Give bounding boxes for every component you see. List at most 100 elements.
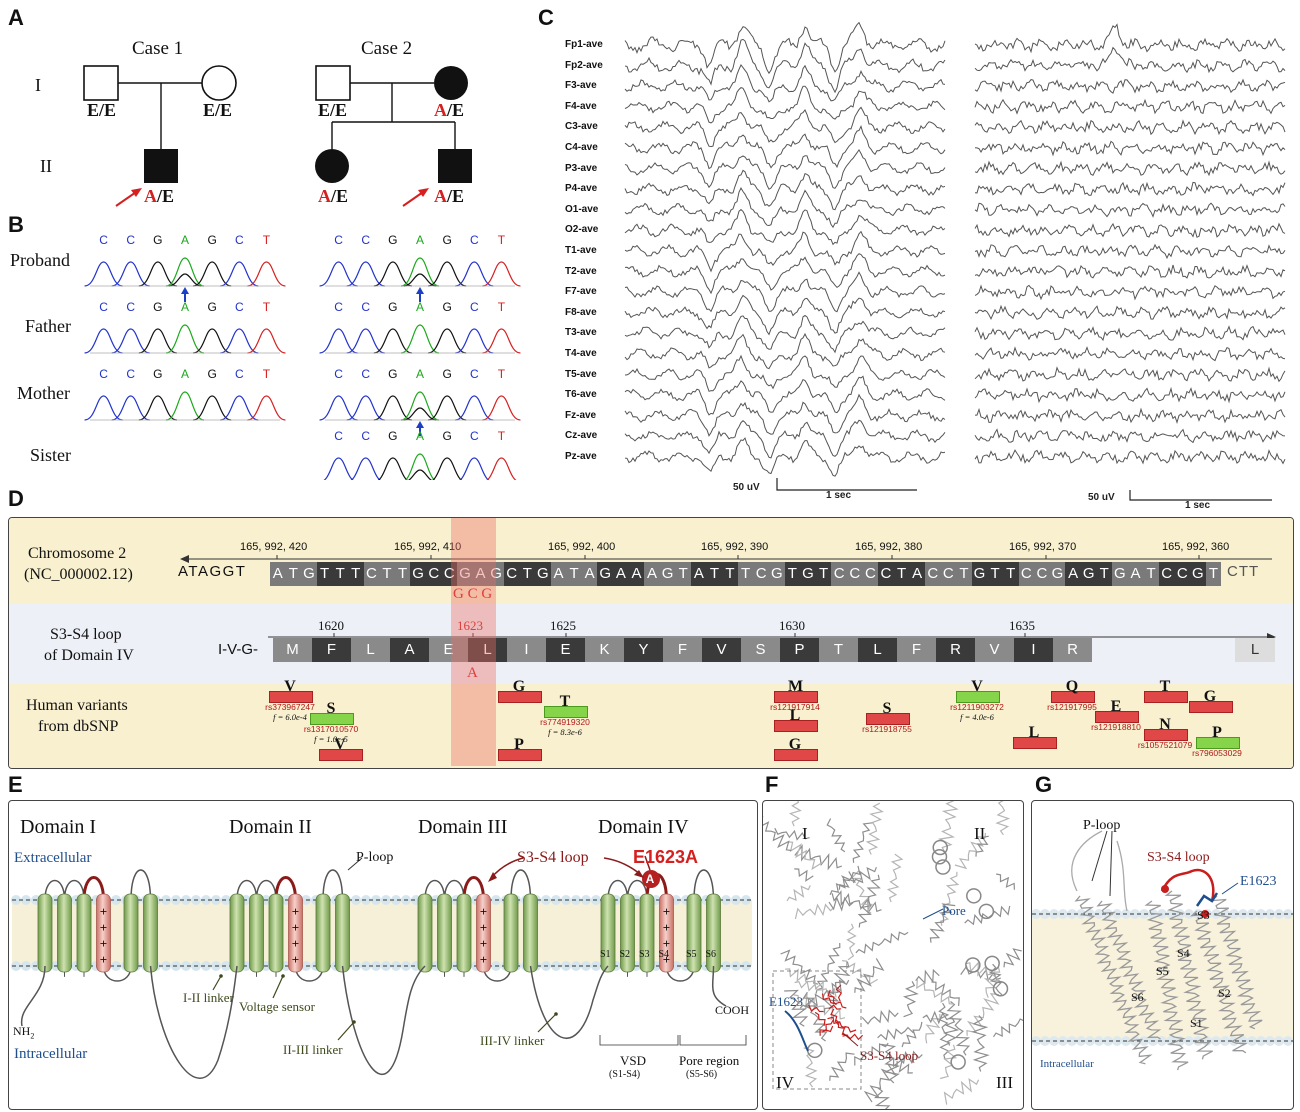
helix-ribbon bbox=[901, 1021, 923, 1048]
aa-residue: L bbox=[858, 638, 897, 662]
helix-ribbon bbox=[802, 991, 828, 1042]
eeg-trace-ictal bbox=[624, 125, 946, 170]
helix-ribbon bbox=[877, 1026, 914, 1041]
helix-ribbon bbox=[794, 903, 835, 920]
vsd-label: VSD bbox=[620, 1053, 647, 1068]
peak-trace bbox=[407, 469, 433, 480]
dna-base: C bbox=[1174, 562, 1191, 586]
helix-ribbon bbox=[989, 963, 1003, 996]
eeg-trace-interictal bbox=[975, 407, 1286, 424]
helix-ribbon bbox=[937, 801, 959, 853]
dna-base: G bbox=[535, 562, 551, 586]
eeg-channel-label: F7-ave bbox=[565, 286, 597, 298]
segment-label: S6 bbox=[705, 949, 717, 960]
gating-charge: + bbox=[291, 952, 300, 967]
peak-trace bbox=[455, 395, 494, 421]
voltage-sensor-label: Voltage sensor bbox=[239, 999, 315, 1014]
eeg-channel-label: O1-ave bbox=[565, 203, 599, 215]
linker-ii-iii-label: II-III linker bbox=[283, 1042, 343, 1057]
dna-base: G bbox=[769, 562, 785, 586]
dna-base: C bbox=[878, 562, 894, 586]
helix-ribbon bbox=[942, 1017, 960, 1046]
eeg-channel-label: C4-ave bbox=[565, 142, 598, 153]
eeg-trace-ictal bbox=[624, 230, 946, 273]
extracellular-label: Extracellular bbox=[14, 850, 92, 866]
transmembrane-helix bbox=[706, 893, 721, 973]
eeg-trace-ictal bbox=[624, 21, 946, 75]
base-call: G bbox=[442, 429, 451, 443]
p-loop bbox=[322, 869, 344, 901]
variant-rsid: rs373967247 bbox=[265, 702, 315, 712]
p-loop-ribbon bbox=[1071, 830, 1128, 912]
aa-residue: L bbox=[468, 638, 507, 662]
peak-trace bbox=[220, 395, 259, 421]
variant-bar bbox=[1189, 701, 1233, 713]
aa-residue: M bbox=[273, 638, 312, 662]
dna-base: C bbox=[862, 562, 879, 586]
base-call: G bbox=[388, 429, 397, 443]
variant-bar bbox=[498, 749, 542, 761]
base-call: G bbox=[153, 233, 162, 247]
variant-aa: V bbox=[334, 736, 346, 753]
helix-ribbon bbox=[774, 827, 810, 841]
dna-base: T bbox=[1205, 562, 1222, 586]
base-call: G bbox=[442, 300, 451, 314]
eeg-scale-time-right: 1 sec bbox=[1185, 500, 1211, 511]
g-s6-label: S6 bbox=[1131, 990, 1144, 1004]
transmembrane-helix bbox=[123, 893, 139, 973]
c-terminus bbox=[711, 965, 727, 1007]
base-call: T bbox=[263, 233, 271, 247]
structure-f-ribbons bbox=[763, 801, 1023, 1109]
helix-ribbon bbox=[874, 1087, 891, 1109]
s3-s4-loop bbox=[462, 876, 485, 901]
helix-ribbon bbox=[780, 949, 819, 985]
helix-ribbon bbox=[821, 1025, 834, 1033]
case2-mother-genotype: A/E bbox=[434, 100, 465, 120]
extracellular-loop bbox=[44, 879, 66, 901]
base-call: C bbox=[334, 429, 343, 443]
intracellular-label: Intracellular bbox=[14, 1046, 88, 1062]
base-call: C bbox=[126, 367, 135, 381]
variant-rsid: rs1317010570 bbox=[303, 724, 359, 734]
aa-position: 1635 bbox=[1009, 618, 1035, 633]
dna-base: T bbox=[519, 562, 536, 586]
helix-ribbon bbox=[793, 993, 846, 1021]
eeg-trace-ictal bbox=[624, 64, 946, 103]
e1623-residue bbox=[1195, 892, 1219, 907]
gating-charge: + bbox=[99, 904, 108, 919]
genomic-position: 165, 992, 390 bbox=[701, 541, 769, 553]
aa-residue: F bbox=[663, 638, 702, 662]
helix-ribbon bbox=[828, 1004, 842, 1010]
helix-ribbon bbox=[842, 960, 879, 986]
dna-base: C bbox=[503, 562, 520, 586]
case1-mother-genotype: E/E bbox=[203, 100, 233, 120]
variant-bar bbox=[498, 691, 542, 703]
base-call: G bbox=[207, 233, 216, 247]
variant-bar bbox=[956, 691, 1000, 703]
variant-bar bbox=[1196, 737, 1240, 749]
peak-trace bbox=[428, 328, 467, 354]
s4-voltage-sensor-helix bbox=[476, 893, 491, 973]
helix-ribbon bbox=[794, 844, 842, 871]
helix-ribbon bbox=[854, 958, 885, 993]
helix-ribbon bbox=[849, 870, 874, 914]
panel-label-f: F bbox=[765, 772, 779, 797]
eeg-trace-ictal bbox=[624, 354, 946, 392]
helix-ribbon bbox=[821, 993, 835, 1005]
base-call: T bbox=[498, 367, 506, 381]
peak-trace bbox=[455, 261, 494, 287]
helix-ribbon bbox=[881, 1043, 901, 1084]
eeg-channel-label: F3-ave bbox=[565, 80, 597, 92]
channel-topology bbox=[11, 855, 752, 1079]
dna-base: T bbox=[1096, 562, 1113, 586]
panel-label-b: B bbox=[8, 212, 24, 237]
peak-trace bbox=[428, 261, 467, 287]
transmembrane-helix bbox=[456, 893, 472, 973]
gating-charge: + bbox=[662, 952, 671, 967]
base-call: G bbox=[153, 300, 162, 314]
variant-rsid: rs1057521079 bbox=[1137, 740, 1193, 750]
panel-label-a: A bbox=[8, 5, 24, 30]
segment-label: S3 bbox=[639, 949, 650, 960]
peak-trace bbox=[482, 328, 521, 354]
eeg-channel-label: O2-ave bbox=[565, 224, 599, 236]
